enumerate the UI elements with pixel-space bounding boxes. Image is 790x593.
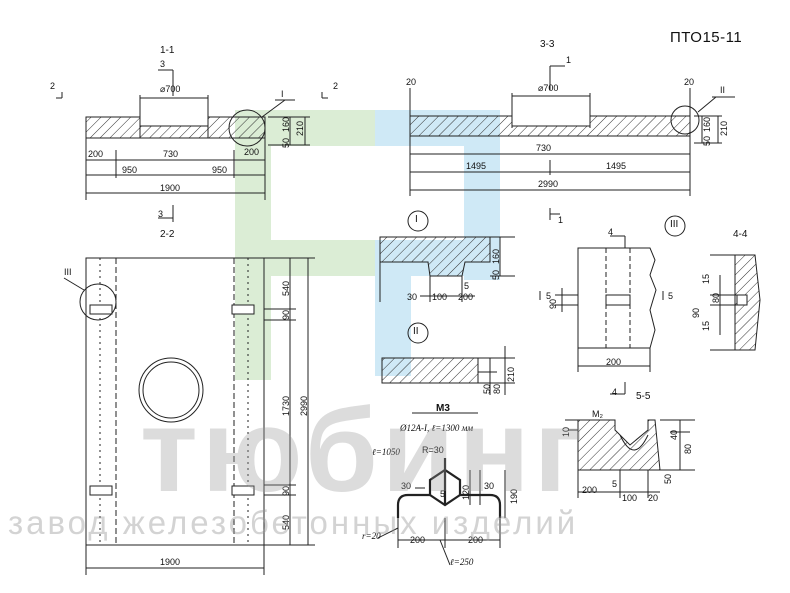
rebar-dim-5: 5 [440, 489, 446, 499]
rebar-radius-20: r=20 [362, 531, 381, 541]
dim-2990: 2990 [538, 179, 559, 189]
dim-210: 210 [295, 120, 305, 136]
section-1-1 [56, 69, 328, 222]
section-5-5 [565, 419, 695, 498]
dim-50-I: 50 [491, 269, 501, 280]
dim-20-right: 20 [684, 77, 695, 87]
dim-950-left: 950 [122, 165, 138, 175]
dim-730: 730 [163, 149, 179, 159]
detail-III-label: III [670, 219, 679, 230]
section-2-2 [63, 257, 315, 575]
dim-50-33: 50 [702, 135, 712, 146]
dim-50: 50 [281, 137, 291, 148]
rebar-m3-spec: Ø12A-I, ℓ=1300 мм [400, 423, 474, 433]
dim-100-I: 100 [432, 292, 448, 302]
watermark-tagline: завод железобетонных изделий [8, 504, 579, 541]
dim-5-55: 5 [612, 479, 618, 489]
dim-950-right: 950 [212, 165, 228, 175]
dim-210-33: 210 [719, 120, 729, 136]
cut-4-bottom: 4 [612, 387, 618, 397]
drawing-code: ПТО15-11 [670, 29, 743, 46]
cut-3-top: 3 [160, 59, 166, 69]
dim-30-I: 30 [407, 292, 418, 302]
dim-80-55: 80 [683, 443, 693, 454]
rebar-m3-label: M3 [436, 403, 450, 414]
dim-50-55: 50 [663, 473, 673, 484]
cut-2-left: 2 [50, 81, 56, 91]
dim-1900-plan: 1900 [160, 557, 181, 567]
dim-100-55: 100 [622, 493, 638, 503]
dim-15-44-bottom: 15 [701, 320, 711, 331]
dim-700-33: ⌀700 [538, 83, 559, 93]
section-3-3-label: 3-3 [540, 39, 555, 50]
circle-mark-II: II [720, 85, 726, 95]
mark-m2: M₂ [592, 409, 603, 419]
rebar-dim-200-right: 200 [468, 535, 484, 545]
rebar-dim-30-left: 30 [401, 481, 412, 491]
dim-200-right: 200 [244, 147, 260, 157]
dim-160-33: 160 [702, 116, 712, 132]
cut-5-left: 5 [546, 291, 552, 301]
dim-200-left: 200 [88, 149, 104, 159]
dim-1900: 1900 [160, 183, 181, 193]
rebar-length-250: ℓ=250 [450, 557, 474, 567]
dim-40-55: 40 [669, 429, 679, 440]
rebar-dim-200-left: 200 [410, 535, 426, 545]
dim-15-44-top: 15 [701, 273, 711, 284]
detail-I-label: I [415, 214, 418, 225]
cut-5-right: 5 [668, 291, 674, 301]
watermark-brand: тюбинг [140, 385, 587, 517]
section-5-5-label: 5-5 [636, 391, 651, 402]
dim-1495-right: 1495 [606, 161, 627, 171]
dim-540-top: 540 [281, 280, 291, 296]
cut-3-bottom: 3 [158, 209, 164, 219]
cut-4-top: 4 [608, 227, 614, 237]
dim-5-I: 5 [464, 281, 470, 291]
dim-90-top: 90 [281, 309, 291, 320]
section-4-4-plan [539, 235, 664, 395]
dim-160: 160 [281, 116, 291, 132]
cut-1-top: 1 [566, 55, 572, 65]
section-4-4-label: 4-4 [733, 229, 748, 240]
dim-80-44: 80 [711, 292, 721, 303]
circle-mark-III: III [64, 267, 72, 277]
section-2-2-label: 2-2 [160, 229, 175, 240]
detail-II-label: II [413, 326, 419, 337]
rebar-m3 [377, 412, 506, 566]
dim-1495-left: 1495 [466, 161, 487, 171]
dim-700: ⌀700 [160, 84, 181, 94]
rebar-radius-30: R=30 [422, 445, 444, 455]
cut-2-right: 2 [333, 81, 339, 91]
dim-90-44b: 90 [691, 307, 701, 318]
rebar-length-1050: ℓ=1050 [372, 447, 400, 457]
detail-III-4-4 [664, 215, 761, 351]
dim-90-44: 90 [548, 298, 558, 309]
dim-730-33: 730 [536, 143, 552, 153]
cut-1-bottom: 1 [558, 215, 564, 225]
section-1-1-label: 1-1 [160, 45, 175, 56]
rebar-dim-30-right: 30 [484, 481, 495, 491]
dim-200-44: 200 [606, 357, 622, 367]
section-3-3 [409, 65, 735, 220]
dim-160-I: 160 [491, 248, 501, 264]
dim-200-I: 200 [458, 292, 474, 302]
dim-210-II: 210 [506, 366, 516, 382]
dim-20-55: 20 [648, 493, 659, 503]
dim-20-left: 20 [406, 77, 417, 87]
detail-II [381, 322, 515, 395]
circle-mark-I: I [281, 89, 284, 99]
detail-I [379, 210, 515, 302]
dim-200-55: 200 [582, 485, 598, 495]
